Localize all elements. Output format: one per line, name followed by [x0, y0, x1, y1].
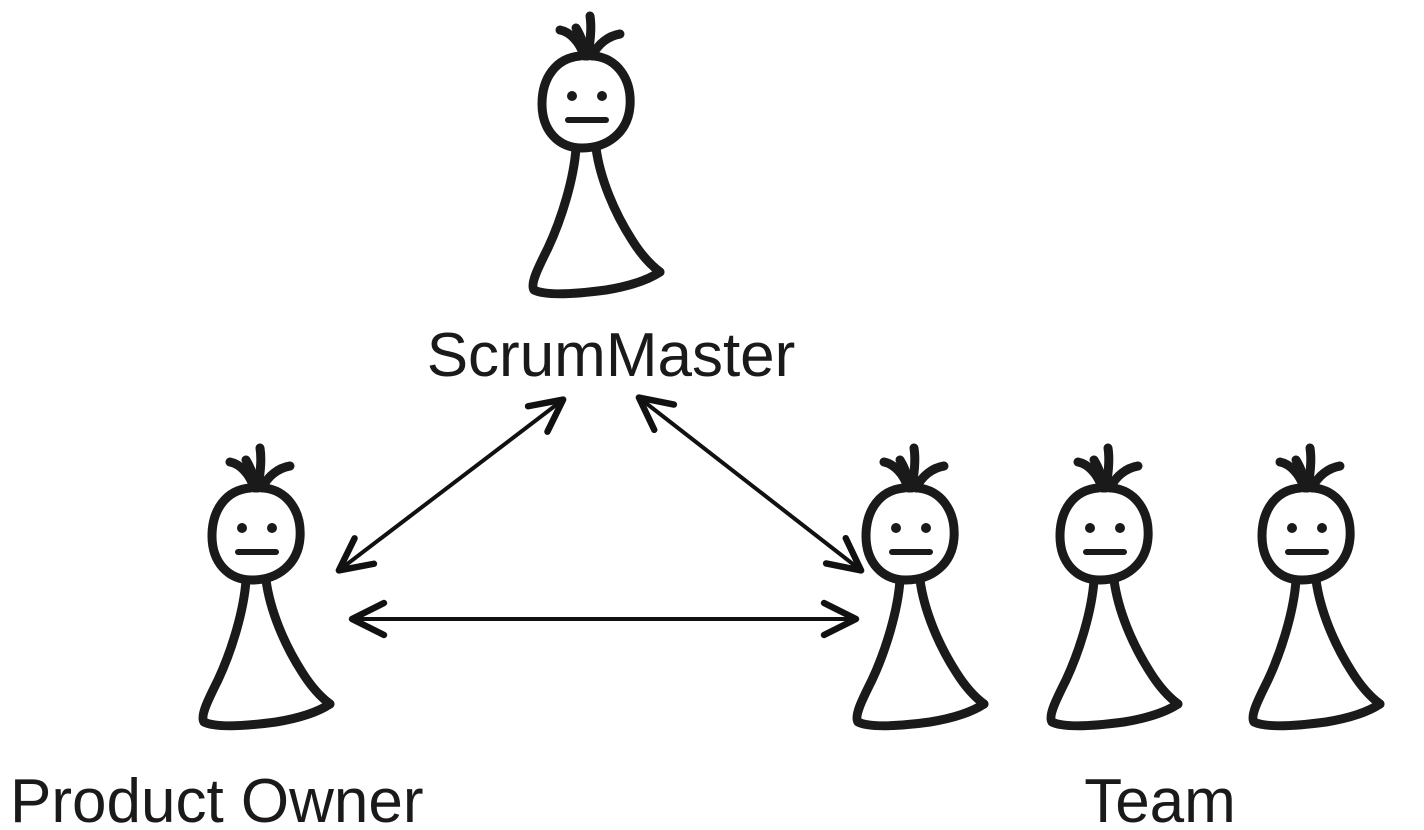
- team-member-2-person-icon: [1051, 448, 1178, 726]
- team-member-3-person-icon: [1253, 448, 1380, 726]
- scrum-master-product-owner-double-arrow-icon: [335, 396, 567, 574]
- product-owner-person-icon: [203, 448, 330, 726]
- scrum-master-label: ScrumMaster: [427, 321, 796, 390]
- scrum-master-person-icon: [533, 16, 660, 294]
- team-label: Team: [1084, 767, 1236, 830]
- scrum-master-team-double-arrow-icon: [635, 394, 865, 574]
- product-owner-label: Product Owner: [10, 767, 424, 830]
- team-member-1-person-icon: [857, 448, 984, 726]
